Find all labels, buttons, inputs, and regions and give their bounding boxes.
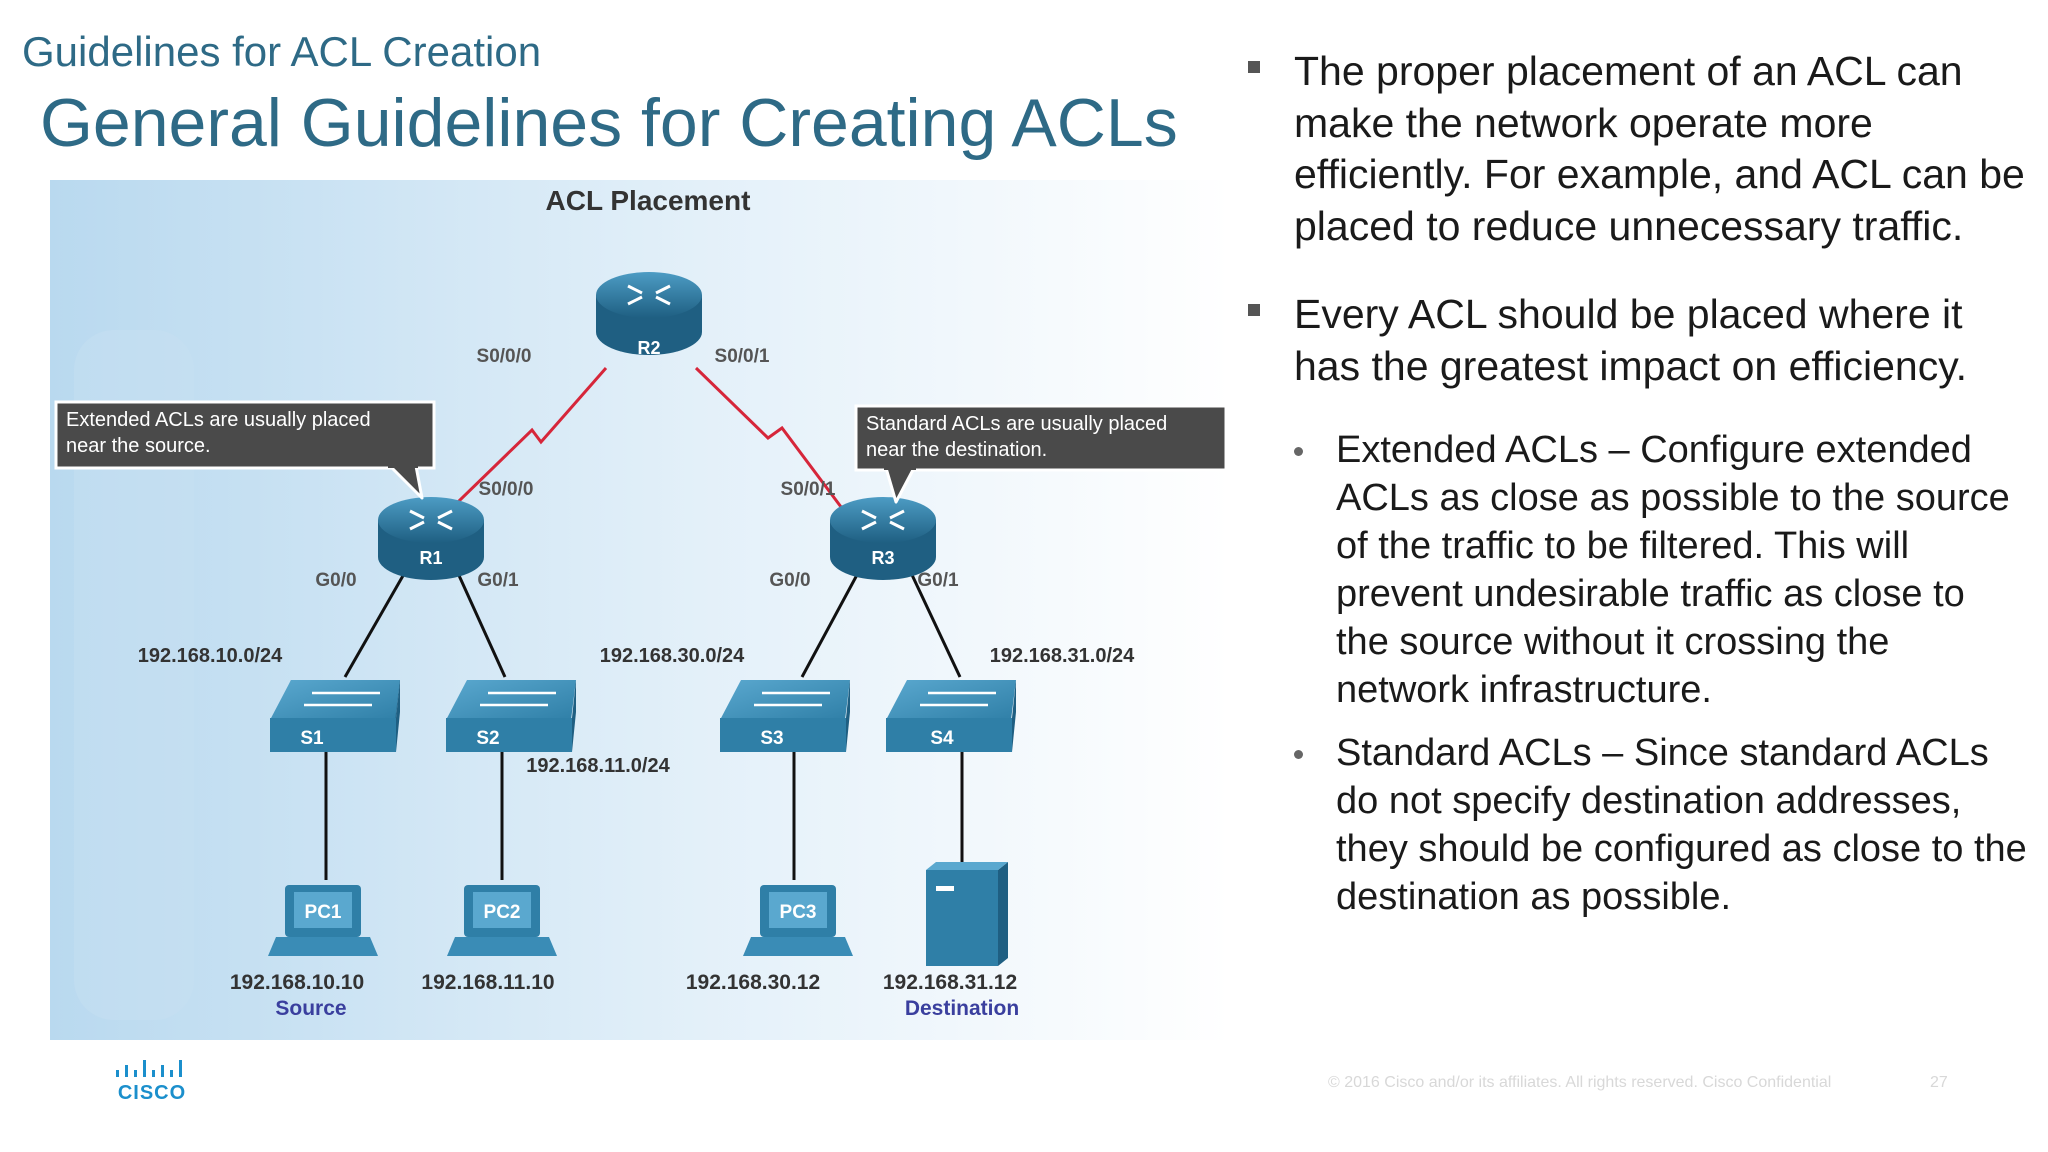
link-r1-s1 bbox=[343, 559, 414, 678]
role-source: Source bbox=[275, 997, 346, 1020]
switch-label-s1: S1 bbox=[300, 728, 324, 749]
callout-extended: Extended ACLs are usually placed near th… bbox=[54, 400, 436, 500]
bullet-list: The proper placement of an ACL can make … bbox=[1248, 46, 2028, 939]
if-r3-g01: G0/1 bbox=[917, 570, 959, 591]
callout-standard: Standard ACLs are usually placed near th… bbox=[854, 404, 1228, 504]
server-icon bbox=[926, 862, 1008, 966]
cisco-logo: CISCO bbox=[112, 1058, 192, 1104]
diagram-heading: ACL Placement bbox=[546, 185, 751, 216]
if-r3-s001: S0/0/1 bbox=[781, 479, 836, 500]
switch-label-s2: S2 bbox=[476, 728, 499, 749]
callout-standard-line2: near the destination. bbox=[866, 439, 1047, 461]
acl-placement-diagram: ACL Placement R2 R1 R3 S1 bbox=[50, 180, 1230, 1040]
router-r2: R2 bbox=[596, 272, 702, 358]
host-label-pc3: PC3 bbox=[780, 902, 817, 923]
slide-title: General Guidelines for Creating ACLs bbox=[40, 85, 1178, 161]
cisco-bars-icon bbox=[116, 1060, 182, 1077]
if-r1-s000: S0/0/0 bbox=[479, 479, 534, 500]
if-r1-g01: G0/1 bbox=[477, 570, 519, 591]
page-number: 27 bbox=[1930, 1074, 1948, 1091]
serial-link-r2-r3 bbox=[694, 366, 864, 536]
switch-s4: S4 bbox=[886, 680, 1016, 752]
if-r2-s000: S0/0/0 bbox=[477, 346, 532, 367]
square-bullet-icon bbox=[1248, 304, 1260, 316]
dot-bullet-icon bbox=[1294, 447, 1303, 456]
network-label-31: 192.168.31.0/24 bbox=[990, 645, 1135, 667]
role-destination: Destination bbox=[905, 997, 1019, 1020]
bullet-item: The proper placement of an ACL can make … bbox=[1248, 46, 2028, 252]
bullet-text: The proper placement of an ACL can make … bbox=[1294, 48, 2025, 249]
if-r2-s001: S0/0/1 bbox=[715, 346, 770, 367]
pc1-computer: PC1 bbox=[268, 885, 378, 956]
switch-s3: S3 bbox=[720, 680, 850, 752]
ip-server: 192.168.31.12 bbox=[883, 971, 1017, 994]
network-topology: ACL Placement R2 R1 R3 S1 bbox=[50, 180, 1230, 1040]
link-r3-s3 bbox=[800, 559, 867, 678]
router-label-r2: R2 bbox=[637, 338, 660, 358]
callout-extended-line2: near the source. bbox=[66, 435, 211, 457]
callout-extended-line1: Extended ACLs are usually placed bbox=[66, 409, 371, 431]
network-label-11: 192.168.11.0/24 bbox=[526, 755, 670, 777]
bullet-text: Every ACL should be placed where it has … bbox=[1294, 291, 1968, 389]
background-shape bbox=[74, 330, 194, 1020]
switch-s2: S2 bbox=[446, 680, 576, 752]
router-r3: R3 bbox=[830, 497, 936, 580]
link-r1-s2 bbox=[450, 559, 507, 678]
cisco-wordmark: CISCO bbox=[117, 1082, 187, 1104]
sub-bullet-text: Extended ACLs – Configure extended ACLs … bbox=[1336, 429, 2010, 711]
switch-s1: S1 bbox=[270, 680, 400, 752]
switch-label-s3: S3 bbox=[760, 728, 783, 749]
ip-pc1: 192.168.10.10 bbox=[230, 971, 364, 994]
section-subtitle: Guidelines for ACL Creation bbox=[22, 28, 542, 75]
square-bullet-icon bbox=[1248, 61, 1260, 73]
pc3-computer: PC3 bbox=[743, 885, 853, 956]
switch-label-s4: S4 bbox=[930, 728, 954, 749]
host-label-pc2: PC2 bbox=[484, 902, 521, 923]
callout-standard-line1: Standard ACLs are usually placed bbox=[866, 413, 1167, 435]
network-label-30: 192.168.30.0/24 bbox=[600, 645, 745, 667]
dot-bullet-icon bbox=[1294, 750, 1303, 759]
ip-pc2: 192.168.11.10 bbox=[421, 971, 554, 994]
router-r1: R1 bbox=[378, 497, 484, 580]
sub-bullet-item: Standard ACLs – Since standard ACLs do n… bbox=[1248, 729, 2028, 921]
network-label-10: 192.168.10.0/24 bbox=[138, 645, 283, 667]
serial-link-r1-r2 bbox=[422, 367, 608, 537]
router-label-r3: R3 bbox=[871, 548, 894, 568]
copyright-notice: © 2016 Cisco and/or its affiliates. All … bbox=[1328, 1074, 1832, 1091]
if-r3-g00: G0/0 bbox=[769, 570, 810, 591]
host-label-pc1: PC1 bbox=[305, 902, 342, 923]
bullet-item: Every ACL should be placed where it has … bbox=[1248, 289, 2028, 392]
if-r1-g00: G0/0 bbox=[315, 570, 356, 591]
link-r3-s4 bbox=[903, 559, 962, 678]
sub-bullet-text: Standard ACLs – Since standard ACLs do n… bbox=[1336, 732, 2027, 918]
pc2-computer: PC2 bbox=[447, 885, 557, 956]
sub-bullet-item: Extended ACLs – Configure extended ACLs … bbox=[1248, 426, 2028, 714]
ip-pc3: 192.168.30.12 bbox=[686, 971, 820, 994]
router-label-r1: R1 bbox=[419, 548, 442, 568]
